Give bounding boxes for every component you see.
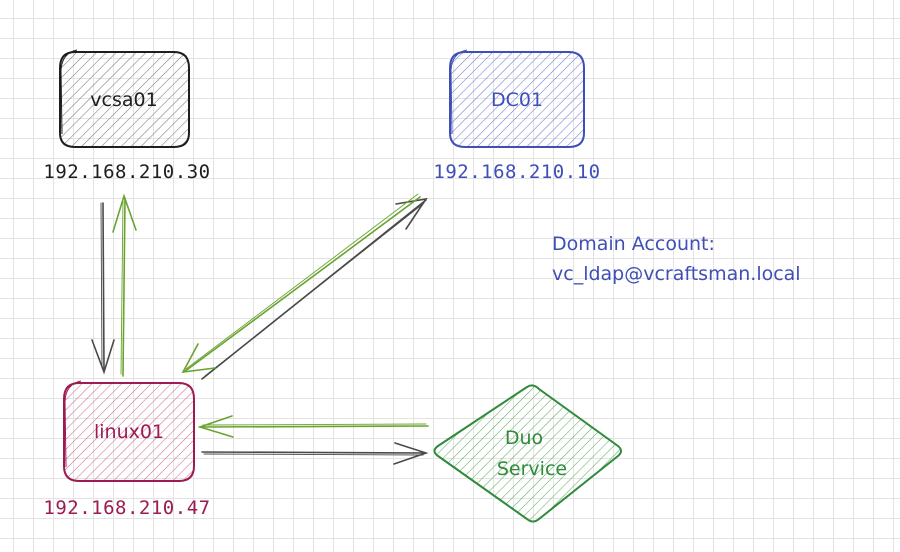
arrow-linux-to-vcsa: [112, 193, 137, 377]
linux01-ip: 192.168.210.47: [43, 497, 210, 519]
arrow-linux-to-dc: [201, 197, 428, 380]
vcsa01-ip: 192.168.210.30: [43, 161, 210, 183]
vcsa01-label: vcsa01: [90, 89, 157, 111]
arrow-linux-to-duo: [201, 442, 429, 465]
vcsa01-node[interactable]: vcsa01: [59, 49, 190, 148]
linux01-label: linux01: [94, 421, 164, 443]
dc01-label: DC01: [491, 89, 543, 111]
arrow-duo-to-linux: [197, 415, 429, 438]
duo-label-line1: Duo: [505, 427, 543, 449]
domain-account-value: vc_ldap@vcraftsman.local: [552, 263, 801, 285]
dc01-ip: 192.168.210.10: [433, 161, 600, 183]
domain-account-heading: Domain Account:: [552, 233, 715, 255]
arrow-dc-to-linux: [181, 193, 421, 373]
duo-label-line2: Service: [497, 458, 567, 480]
arrow-vcsa-to-linux: [91, 202, 115, 375]
dc01-node[interactable]: DC01: [449, 49, 585, 148]
linux01-node[interactable]: linux01: [63, 380, 195, 482]
duo-service-node[interactable]: Duo Service: [433, 384, 622, 523]
